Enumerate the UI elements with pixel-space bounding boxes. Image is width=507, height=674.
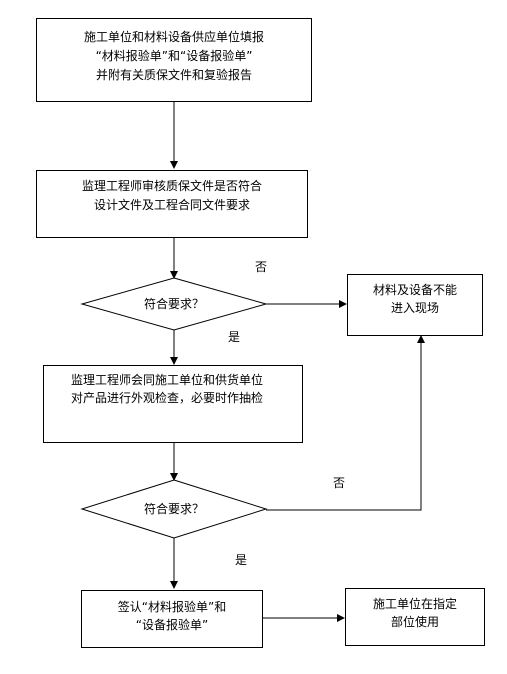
- edge-label-no-2: 否: [333, 476, 346, 490]
- submit-line-2: “材料报验单”和“设备报验单”: [95, 49, 253, 63]
- review-line-1: 监理工程师审核质保文件是否符合: [81, 179, 262, 193]
- submit-line-3: 并附有关质保文件和复验报告: [95, 68, 252, 82]
- edge-label-yes-2: 是: [235, 553, 248, 567]
- inspect-line-2: 对产品进行外观检查，必要时作抽检: [71, 391, 264, 405]
- decision2-label: 符合要求？: [143, 502, 204, 516]
- inspect-box: 监理工程师会同施工单位和供货单位 对产品进行外观检查，必要时作抽检: [43, 365, 303, 443]
- decision1-diamond: [80, 277, 268, 331]
- submit-materials-box: 施工单位和材料设备供应单位填报 “材料报验单”和“设备报验单” 并附有关质保文件…: [36, 18, 312, 102]
- review-documents-box: 监理工程师审核质保文件是否符合 设计文件及工程合同文件要求: [36, 170, 308, 238]
- decision1-label: 符合要求？: [143, 297, 204, 311]
- edge-label-no-1: 否: [255, 260, 268, 274]
- submit-line-1: 施工单位和材料设备供应单位填报: [83, 30, 264, 44]
- arrow-decision2-to-reject: [266, 335, 425, 511]
- sign-approval-box: 签认“材料报验单”和 “设备报验单”: [81, 590, 263, 648]
- decision2-diamond: [80, 479, 268, 539]
- inspect-line-1: 监理工程师会同施工单位和供货单位: [71, 373, 264, 387]
- use-line-1: 施工单位在指定: [372, 597, 457, 611]
- use-in-place-box: 施工单位在指定 部位使用: [345, 588, 485, 646]
- reject-line-2: 进入现场: [390, 301, 439, 315]
- review-line-2: 设计文件及工程合同文件要求: [93, 198, 250, 212]
- reject-box: 材料及设备不能 进入现场: [347, 274, 483, 336]
- edge-label-yes-1: 是: [228, 330, 241, 344]
- sign-line-1: 签认“材料报验单”和: [117, 600, 227, 614]
- use-line-2: 部位使用: [390, 615, 439, 629]
- reject-line-1: 材料及设备不能: [372, 283, 457, 297]
- sign-line-2: “设备报验单”: [135, 618, 209, 632]
